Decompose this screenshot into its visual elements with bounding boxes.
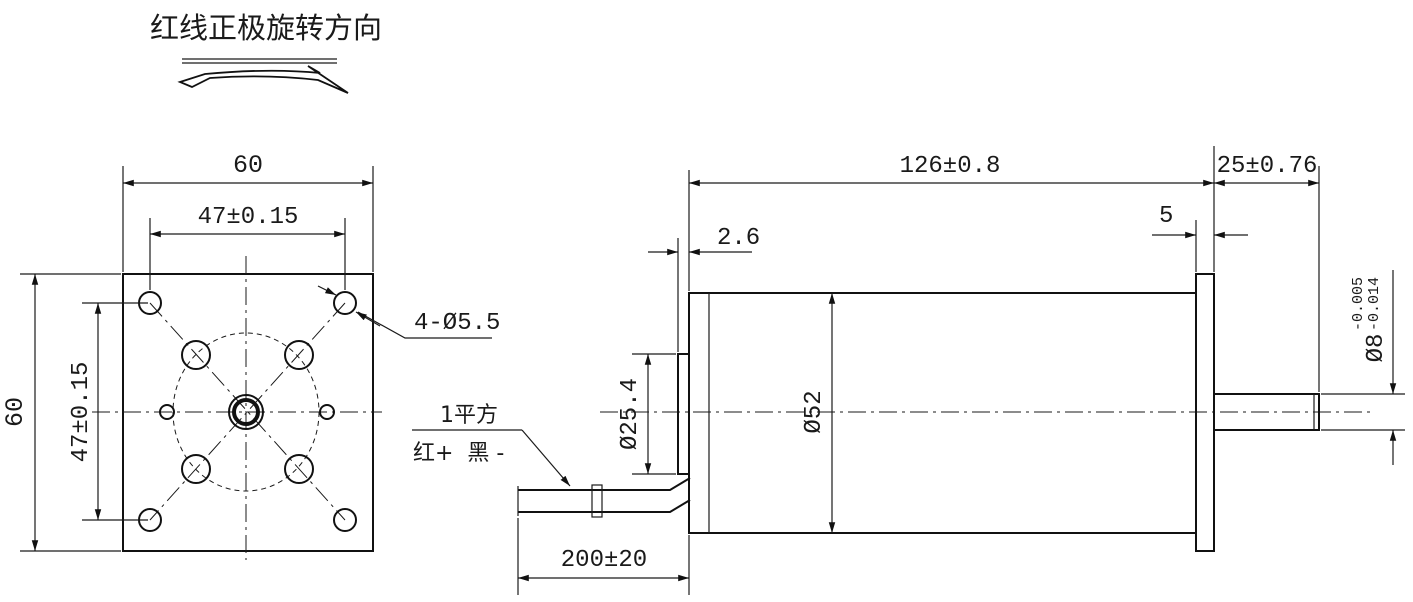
- dim-hole-spacing-v-label: 47±0.15: [68, 362, 95, 463]
- dim-width-label: 60: [233, 151, 263, 180]
- dim-hole-spacing-h-label: 47±0.15: [198, 204, 299, 231]
- dim-shaft-length-label: 25±0.76: [1217, 153, 1318, 180]
- hole-callout-arrow: [355, 311, 381, 327]
- dim-pilot-depth-label: 2.6: [717, 225, 760, 252]
- dim-shaft-tol-upper: -0.005: [1350, 277, 1367, 331]
- wire-sleeve: [591, 484, 603, 518]
- side-view: 126±0.8 25±0.76 5 2.6 Ø25.4 Ø52 Ø8 -0.00…: [412, 146, 1405, 595]
- mounting-hole-br: [333, 508, 357, 532]
- side-hole-right: [319, 404, 335, 420]
- dim-shaft-tol-lower: -0.014: [1366, 277, 1383, 331]
- mounting-hole-tr: [333, 291, 357, 315]
- dim-body-diameter-label: Ø52: [801, 390, 828, 433]
- front-shaft-outer: [228, 394, 264, 430]
- front-diagonal-2: [149, 302, 346, 521]
- wire-black: [518, 499, 691, 513]
- dim-body-length-label: 126±0.8: [900, 153, 1001, 180]
- dim-shaft-diameter-label: Ø8: [1363, 334, 1390, 363]
- dim-height-label: 60: [1, 397, 30, 427]
- wire-polarity-label: 红+ 黑 -: [413, 441, 504, 466]
- rotation-arrow-icon: [177, 65, 349, 94]
- front-diagonal-1: [149, 302, 346, 521]
- front-shaft-inner: [232, 398, 260, 426]
- screw-head-2: [284, 340, 314, 370]
- hole-callout-leader-2: [357, 311, 492, 339]
- rotation-indicator: 红线正极旋转方向: [150, 11, 382, 94]
- dim-flange-label: 5: [1159, 203, 1173, 230]
- rotation-direction-label: 红线正极旋转方向: [150, 11, 382, 45]
- hole-callout-leader: [317, 285, 337, 296]
- wire-red: [518, 477, 691, 491]
- dim-lead-length-label: 200±20: [561, 547, 647, 574]
- screw-head-1: [181, 340, 211, 370]
- pilot-boss: [677, 353, 690, 475]
- lead-wires: [517, 477, 691, 518]
- screw-head-3: [181, 454, 211, 484]
- wire-callout-leader: [521, 429, 571, 487]
- dim-pilot-diameter-label: Ø25.4: [617, 378, 644, 450]
- hole-callout-label: 4-Ø5.5: [414, 310, 500, 337]
- motor-body: [688, 292, 1197, 534]
- front-view: 60 47±0.15 60 47±0.15 4-Ø5.5: [1, 151, 500, 560]
- side-hole-left: [159, 404, 175, 420]
- output-shaft: [1213, 393, 1320, 431]
- screw-head-4: [284, 454, 314, 484]
- wire-gauge-label: 1平方: [440, 403, 498, 428]
